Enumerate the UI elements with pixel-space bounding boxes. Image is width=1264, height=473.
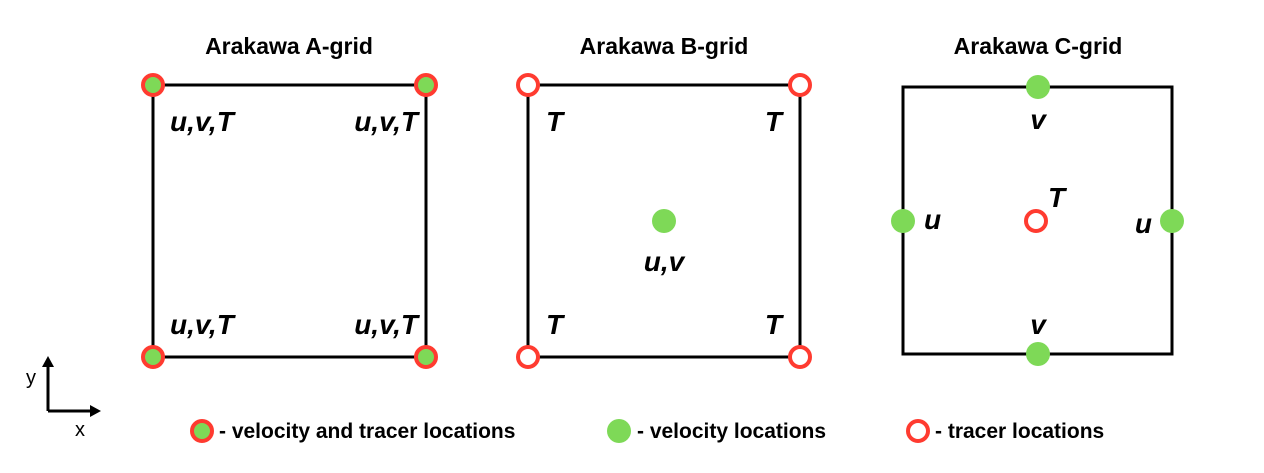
point-label: u,v xyxy=(644,246,686,277)
point-label: T xyxy=(546,106,566,137)
legend-label: - velocity and tracer locations xyxy=(219,420,515,443)
velocity-point xyxy=(1026,342,1050,366)
axes-lines xyxy=(46,365,92,413)
b-grid-cell xyxy=(526,83,802,359)
a-grid-cell xyxy=(151,83,428,359)
point-label: u,v,T xyxy=(354,309,421,340)
point-label: u,v,T xyxy=(170,309,237,340)
point-label: v xyxy=(1030,104,1047,135)
point-label: T xyxy=(765,309,785,340)
a-grid-panel: Arakawa A-grid u,v,T u,v,T u,v,T u,v,T xyxy=(141,33,438,369)
velocity-point xyxy=(891,209,915,233)
point-label: u,v,T xyxy=(170,106,237,137)
legend-marker-velocity-tracer xyxy=(190,419,214,443)
velocity-point xyxy=(652,209,676,233)
b-grid-panel: Arakawa B-grid T T T T u,v xyxy=(516,33,812,369)
x-arrow-icon xyxy=(90,405,101,417)
y-axis-label: y xyxy=(26,367,36,389)
point-label: u xyxy=(1135,208,1152,239)
legend-marker-velocity xyxy=(607,419,631,443)
axes-indicator: y x xyxy=(26,356,101,441)
x-axis-label: x xyxy=(75,419,85,441)
velocity-tracer-point xyxy=(414,345,438,369)
c-grid-title: Arakawa C-grid xyxy=(954,33,1123,59)
velocity-tracer-point xyxy=(141,73,165,97)
velocity-tracer-point xyxy=(141,345,165,369)
y-arrow-icon xyxy=(42,356,54,367)
velocity-point xyxy=(1026,75,1050,99)
legend: - velocity and tracer locations - veloci… xyxy=(190,419,1104,443)
tracer-point xyxy=(516,73,540,97)
point-label: u,v,T xyxy=(354,106,421,137)
legend-label: - tracer locations xyxy=(935,420,1104,443)
tracer-point xyxy=(788,345,812,369)
point-label: v xyxy=(1030,309,1047,340)
point-label: T xyxy=(546,309,566,340)
legend-label: - velocity locations xyxy=(637,420,826,443)
c-grid-panel: Arakawa C-grid v v u u T xyxy=(891,33,1184,366)
point-label: T xyxy=(1048,182,1068,213)
velocity-tracer-point xyxy=(414,73,438,97)
b-grid-title: Arakawa B-grid xyxy=(580,33,749,59)
point-label: u xyxy=(924,204,941,235)
point-label: T xyxy=(765,106,785,137)
tracer-point xyxy=(1024,209,1048,233)
a-grid-title: Arakawa A-grid xyxy=(205,33,373,59)
tracer-point xyxy=(788,73,812,97)
tracer-point xyxy=(516,345,540,369)
velocity-point xyxy=(1160,209,1184,233)
legend-marker-tracer xyxy=(906,419,930,443)
